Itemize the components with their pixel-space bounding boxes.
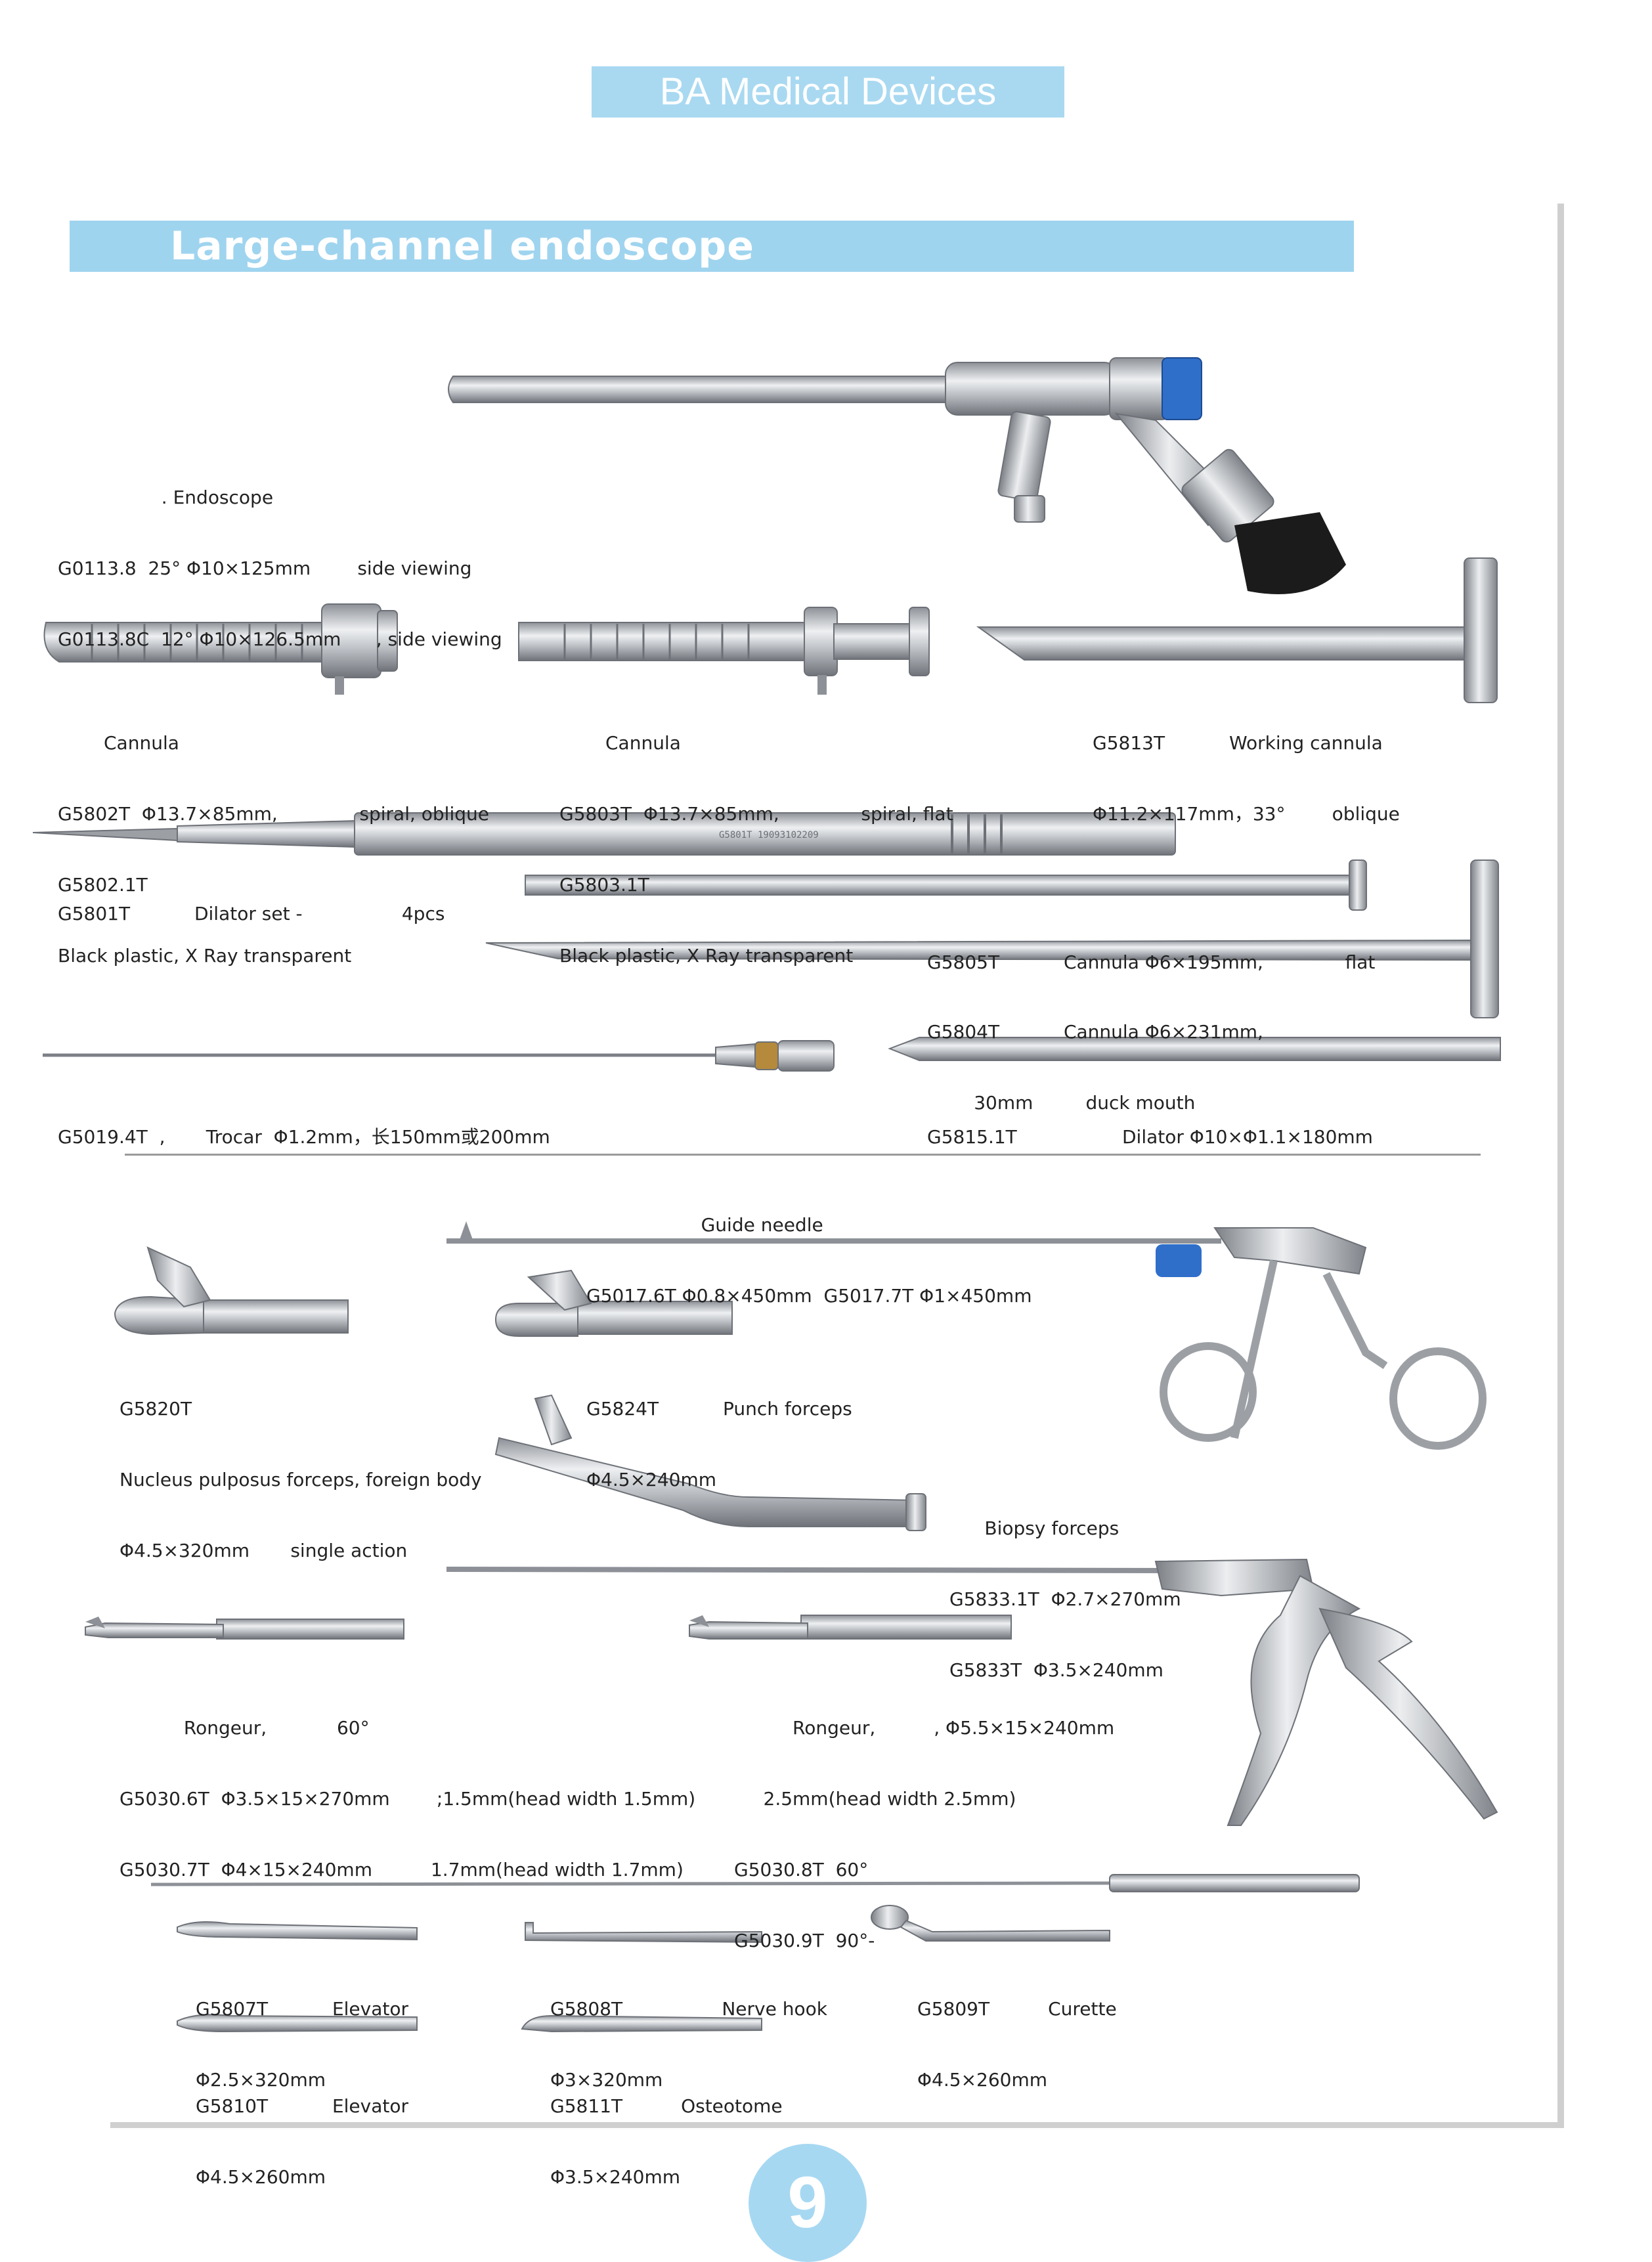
rongeur-wide-image: [689, 1615, 1012, 1640]
probe-handle-image: [150, 1874, 1360, 1892]
section-title: Large-channel endoscope: [70, 221, 1354, 272]
working-cannula-image: [976, 557, 1498, 703]
page-frame-right: [1557, 204, 1564, 2127]
working-cannula-title: G5813T Working cannula: [1093, 732, 1383, 754]
guide-needle-title: Guide needle: [619, 1214, 823, 1236]
curette-spec: Φ4.5×260mm: [917, 2069, 1048, 2091]
endoscope-spec-2: G0113.8C 12° Φ10×126.5mm , side viewing: [58, 628, 502, 650]
endoscope-image: [448, 357, 1346, 594]
cannula-spiral-flat-image: [518, 607, 930, 695]
dilator-5815-spec: G5815.1T Dilator Φ10×Φ1.1×180mm: [927, 1126, 1373, 1148]
punch-forceps-image: [494, 1269, 733, 1337]
page-frame-bottom: [110, 2122, 1564, 2128]
osteotome-spec: Φ3.5×240mm: [550, 2166, 681, 2188]
guide-needle-spec: G5017.6T Φ0.8×450mm G5017.7T Φ1×450mm: [586, 1285, 1032, 1307]
elevator-a-label: G5807T Elevator Φ2.5×320mm: [196, 1950, 408, 2116]
elevator-a-spec: Φ2.5×320mm: [196, 2069, 326, 2091]
cannula-duck-mouth-image: [485, 859, 1499, 1018]
cannula-a-title: Cannula: [104, 732, 179, 754]
nucleus-forceps-code: G5820T: [120, 1398, 192, 1420]
endoscope-spec-1: G0113.8 25° Φ10×125mm side viewing: [58, 557, 472, 579]
osteotome-label: G5811T Osteotome Φ3.5×240mm: [550, 2047, 783, 2213]
cannula-5805-spec: G5805T Cannula Φ6×195mm, flat: [927, 951, 1376, 973]
rongeur-a-title: Rongeur, 60°: [120, 1717, 370, 1739]
cannula-b-title: Cannula: [605, 732, 681, 754]
nerve-hook-image: [525, 1922, 762, 1944]
cannula-b-spec: G5803T Φ13.7×85mm, spiral, flat: [559, 803, 953, 825]
page-number: 9: [749, 2144, 867, 2262]
rongeur-handle-image: [446, 1558, 1498, 1826]
cannula-5804-spec: G5804T Cannula Φ6×231mm,: [927, 1021, 1263, 1043]
biopsy-forceps-spec-2: G5833T Φ3.5×240mm: [949, 1659, 1163, 1681]
curette-title: G5809T Curette: [917, 1998, 1117, 2020]
punch-forceps-label: G5824T Punch forceps Φ4.5×240mm: [586, 1350, 852, 1515]
dilator-image: [888, 1037, 1501, 1061]
nucleus-forceps-label: G5820T Nucleus pulposus forceps, foreign…: [120, 1350, 482, 1586]
biopsy-forceps-title: Biopsy forceps: [949, 1517, 1119, 1539]
rongeur-b-label: Rongeur, , Φ5.5×15×240mm 2.5mm(head widt…: [734, 1669, 1114, 1976]
punch-forceps-spec: Φ4.5×240mm: [586, 1469, 717, 1490]
osteotome-title: G5811T Osteotome: [550, 2095, 783, 2117]
cannula-5804-label: G5804T Cannula Φ6×231mm, 30mm duck mouth: [927, 973, 1263, 1139]
nucleus-forceps-image: [114, 1246, 349, 1336]
osteotome-image: [521, 2014, 762, 2033]
cannula-a-variant: G5802.1T: [58, 874, 148, 896]
nerve-hook-spec: Φ3×320mm: [550, 2069, 663, 2091]
curette-image: [871, 1905, 1110, 1942]
trocar-label: G5019.4T , Trocar Φ1.2mm，长150mm或200mm: [58, 1078, 550, 1173]
elevator-b-title: G5810T Elevator: [196, 2095, 409, 2117]
dilator-set-label: G5801T Dilator set - 4pcs: [58, 855, 445, 949]
guide-needle-label: Guide needle G5017.6T Φ0.8×450mm G5017.7…: [586, 1166, 1032, 1332]
punch-forceps-title: G5824T Punch forceps: [586, 1398, 852, 1420]
endoscope-title: . Endoscope: [150, 487, 274, 508]
dilator-set-spec: G5801T Dilator set - 4pcs: [58, 903, 445, 924]
cannula-5804-note: 30mm duck mouth: [927, 1092, 1196, 1114]
rongeur-b-head: 2.5mm(head width 2.5mm): [734, 1788, 1016, 1810]
rongeur-b-spec-1: G5030.8T 60°: [734, 1859, 869, 1881]
biopsy-forceps-flexible-image: [494, 1394, 926, 1531]
working-cannula-spec: Φ11.2×117mm，33° oblique: [1093, 803, 1400, 825]
brand-banner: BA Medical Devices: [592, 66, 1064, 118]
cannula-b-label: Cannula G5803T Φ13.7×85mm, spiral, flat …: [559, 684, 953, 991]
rongeur-a-spec-1: G5030.6T Φ3.5×15×270mm ;1.5mm(head width…: [120, 1788, 696, 1810]
nerve-hook-title: G5808T Nerve hook: [550, 1998, 827, 2020]
trocar-spec: G5019.4T , Trocar Φ1.2mm，长150mm或200mm: [58, 1126, 550, 1148]
rongeur-b-title: Rongeur, , Φ5.5×15×240mm: [734, 1717, 1115, 1739]
biopsy-forceps-label: Biopsy forceps G5833.1T Φ2.7×270mm G5833…: [949, 1469, 1181, 1706]
dilator-set-image: G5801T 19093102209: [32, 812, 1176, 856]
cannula-a-spec: G5802T Φ13.7×85mm, spiral, oblique: [58, 803, 489, 825]
cannula-spiral-oblique-image: [43, 603, 398, 695]
rongeur-a-label: Rongeur, 60° G5030.6T Φ3.5×15×270mm ;1.5…: [120, 1669, 695, 1905]
elevator-g5810-image: [177, 2014, 418, 2033]
nucleus-forceps-spec: Φ4.5×320mm single action: [120, 1540, 408, 1561]
cannula-a-note: Black plastic, X Ray transparent: [58, 945, 352, 967]
biopsy-forceps-spec-1: G5833.1T Φ2.7×270mm: [949, 1588, 1181, 1610]
cannula-a-label: Cannula G5802T Φ13.7×85mm, spiral, obliq…: [58, 684, 489, 991]
section-divider: [125, 1154, 1481, 1156]
working-cannula-label: G5813T Working cannula Φ11.2×117mm，33° o…: [1093, 684, 1400, 850]
biopsy-forceps-handle-image: [446, 1221, 1487, 1450]
rongeur-b-spec-2: G5030.9T 90°-: [734, 1930, 875, 1951]
elevator-g5807-image: [177, 1921, 418, 1941]
cannula-b-note: Black plastic, X Ray transparent: [559, 945, 854, 967]
nucleus-forceps-title: Nucleus pulposus forceps, foreign body: [120, 1469, 482, 1490]
cannula-b-variant: G5803.1T: [559, 874, 649, 896]
dilator-5815-label: G5815.1T Dilator Φ10×Φ1.1×180mm: [927, 1078, 1373, 1173]
elevator-a-title: G5807T Elevator: [196, 1998, 409, 2020]
curette-label: G5809T Curette Φ4.5×260mm: [917, 1950, 1117, 2116]
nerve-hook-label: G5808T Nerve hook Φ3×320mm: [550, 1950, 827, 2116]
endoscope-label: . Endoscope G0113.8 25° Φ10×125mm side v…: [58, 439, 502, 675]
cannula-5805-label: G5805T Cannula Φ6×195mm, flat: [927, 903, 1375, 998]
trocar-image: [43, 1040, 835, 1072]
rongeur-60-image: [85, 1617, 404, 1640]
elevator-b-label: G5810T Elevator Φ4.5×260mm: [196, 2047, 408, 2213]
elevator-b-spec: Φ4.5×260mm: [196, 2166, 326, 2188]
engraving-text: G5801T 19093102209: [719, 830, 819, 840]
cannula-flat-image: [525, 859, 1367, 911]
rongeur-a-spec-2: G5030.7T Φ4×15×240mm 1.7mm(head width 1.…: [120, 1859, 684, 1881]
